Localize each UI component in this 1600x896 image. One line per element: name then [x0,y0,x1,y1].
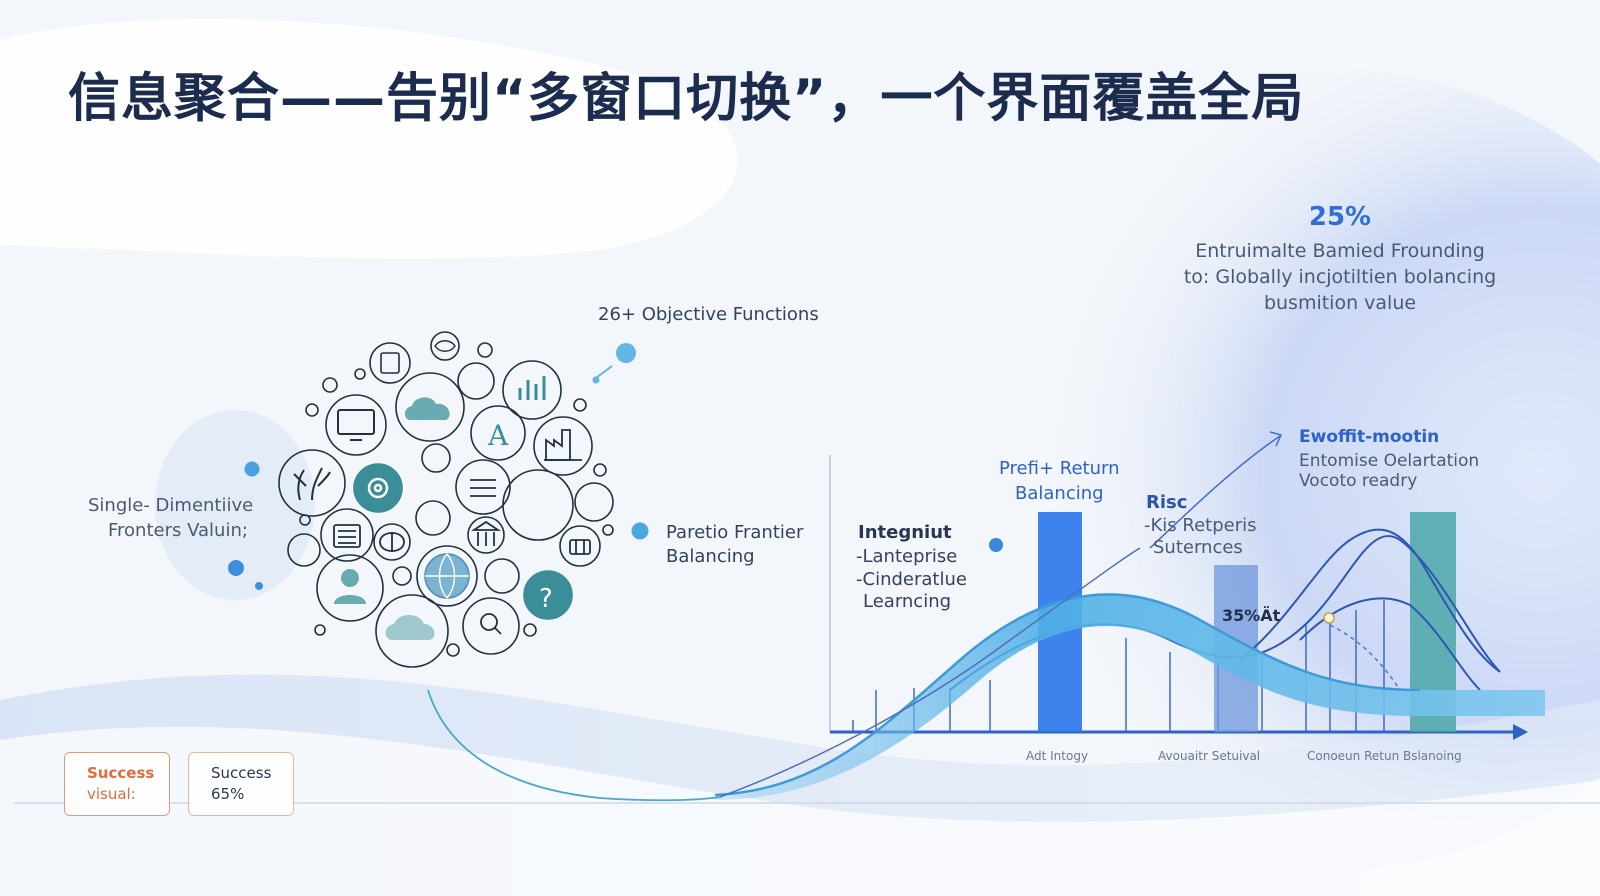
bank-icon [471,520,501,546]
server-icon [470,479,496,497]
person-icon [334,569,366,604]
risk-line-2: Suternces [1153,537,1243,558]
search-icon [480,613,502,635]
card-title: Success [211,764,272,782]
bar-line-chart [714,431,1545,800]
integration-title: Integniut [858,522,952,543]
monitor-icon [337,409,375,441]
integration-line-2: -Cinderatlue [856,569,967,590]
integration-line-1: -Lanteprise [856,546,958,567]
icon-glyphs: A ? [293,340,591,640]
card-title: Success [87,764,155,782]
factory-icon [544,429,582,461]
risk-line-1: -Kis Retperis [1144,515,1257,536]
gear-icon [367,477,389,499]
card-value: 65% [211,785,245,803]
question-icon: ? [539,584,553,614]
data-point-marker [1323,612,1335,624]
single-dimension-label-2: Fronters Valuin; [108,520,248,541]
letter-a-icon: A [487,419,509,452]
success-card-percent: Success 65% [188,752,294,816]
stat-line-3: busmition value [1263,292,1417,314]
coral-icon [293,467,331,501]
evolution-line-2: Vocoto readry [1299,471,1418,491]
connector-dots [228,343,1003,590]
basket-icon [569,539,591,555]
page-title: 信息聚合——告别“多窗口切换”，一个界面覆盖全局 [68,69,1305,129]
risk-title: Risc [1146,492,1188,513]
stat-line-2: to: Globally incjotiltien bolancing [1183,266,1497,288]
icon-cluster [278,331,614,668]
cloud-icon [405,397,450,420]
percent-at-label: 35%Ät [1222,606,1281,625]
pareto-label-1: Paretio Frantier [666,522,804,543]
profit-return-label-1: Prefi+ Return [999,458,1120,479]
stat-line-1: Entruimalte Bamied Frounding [1195,240,1485,262]
tablet-icon [380,352,400,374]
axis-label-2: Avouaitr Setuival [1158,749,1261,763]
axis-label-3: Conoeun Retun Bslanoing [1307,749,1462,763]
stat-value: 25% [1308,202,1372,232]
book-icon [333,524,361,548]
integration-line-3: Learncing [863,591,952,612]
objective-functions-label: 26+ Objective Functions [598,304,819,325]
fish-icon [434,340,456,352]
card-value: visual: [87,785,136,803]
pareto-label-2: Balancing [666,546,755,567]
evolution-title: Ewoffit-mootin [1299,427,1440,447]
axis-label-1: Adt Intogy [1026,749,1089,763]
profit-return-label-2: Balancing [1015,483,1104,504]
success-card-visual: Success visual: [64,752,170,816]
single-dimension-label-1: Single- Dimentiive [88,495,254,516]
chart-icon [518,376,546,400]
brain-icon [379,532,405,552]
evolution-line-1: Entomise Oelartation [1299,451,1480,471]
